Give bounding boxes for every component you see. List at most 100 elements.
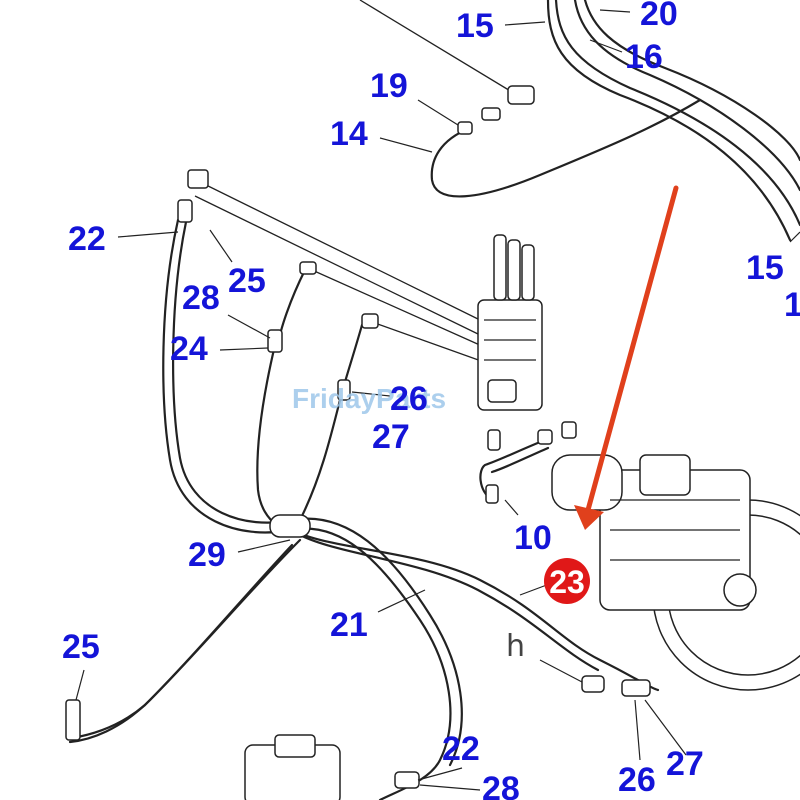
- valve-port-3: [521, 244, 535, 301]
- label-22-bottom[interactable]: 22: [442, 730, 480, 768]
- fitting-28-lower: [394, 771, 420, 789]
- elbow-fitting-top: [507, 85, 535, 105]
- label-21[interactable]: 21: [330, 606, 368, 644]
- fitting-25-lower: [65, 699, 81, 741]
- line-valve-3: [311, 269, 483, 347]
- label-16[interactable]: 16: [625, 38, 663, 76]
- line-valve-4: [371, 321, 485, 363]
- hose-21: [290, 528, 660, 692]
- valve-port-1: [493, 234, 507, 301]
- lower-block-cap: [274, 734, 316, 758]
- hose-14: [430, 98, 702, 198]
- label-25-bottom[interactable]: 25: [62, 628, 100, 666]
- label-15-right[interactable]: 15: [746, 249, 784, 287]
- pump-shaft: [723, 573, 757, 607]
- valve-port-2: [507, 239, 521, 301]
- label-27-mid[interactable]: 27: [372, 418, 410, 456]
- label-29[interactable]: 29: [188, 536, 226, 574]
- valve-base: [487, 379, 517, 403]
- label-19[interactable]: 19: [370, 67, 408, 105]
- label-26-mid[interactable]: 26: [390, 380, 428, 418]
- label-27-bottom[interactable]: 27: [666, 745, 704, 783]
- label-14[interactable]: 14: [330, 115, 368, 153]
- hose-25-lower-inner: [70, 543, 294, 740]
- valve-detail: [484, 319, 536, 361]
- label-10[interactable]: 10: [514, 519, 552, 557]
- hose-24: [256, 343, 302, 533]
- hose-25-lower: [68, 538, 302, 744]
- leader-29: [237, 539, 291, 553]
- hose-bundle-a: [546, 0, 792, 242]
- fitting-26-27-lower: [621, 679, 651, 697]
- fitting-10-d: [561, 421, 577, 439]
- label-24[interactable]: 24: [170, 330, 208, 368]
- leader-25b: [75, 669, 85, 701]
- hose-22-loop: [162, 218, 452, 800]
- leader-24: [219, 347, 269, 351]
- leader-14: [379, 137, 433, 153]
- leader-26a: [351, 391, 391, 397]
- label-26-bottom[interactable]: 26: [618, 761, 656, 799]
- leader-28b: [419, 784, 481, 791]
- leader-19: [417, 99, 459, 126]
- leader-25a: [209, 229, 233, 263]
- leader-10: [504, 499, 519, 516]
- leader-22a: [117, 231, 179, 238]
- pump-head: [639, 454, 691, 496]
- fitting-26-top: [361, 313, 379, 329]
- hose-bundle-b: [554, 0, 800, 227]
- line-valve-1: [199, 181, 481, 321]
- line-valve-2: [194, 195, 479, 335]
- tee-fitting-top-left: [187, 169, 209, 189]
- label-25-top[interactable]: 25: [228, 262, 266, 300]
- control-valve: [477, 234, 543, 411]
- hose-bundle-c: [573, 0, 800, 192]
- fitting-22-top: [177, 199, 193, 223]
- pump-detail: [610, 499, 740, 561]
- highlight-badge[interactable]: 23: [544, 558, 590, 604]
- fitting-24-top: [299, 261, 317, 275]
- lower-component: [244, 734, 341, 800]
- label-28-bottom[interactable]: 28: [482, 770, 520, 800]
- leader-27b: [644, 699, 687, 756]
- hose-10: [479, 438, 547, 502]
- main-pump: [551, 454, 800, 691]
- pump-regulator: [551, 454, 623, 511]
- hose-26-27: [298, 323, 364, 522]
- leader-16: [589, 39, 623, 53]
- leader-28a: [227, 314, 271, 339]
- hose-top-diagonal: [359, 0, 513, 93]
- highlight-badge-circle[interactable]: [544, 558, 590, 604]
- highlight-badge-label[interactable]: 23: [549, 564, 585, 600]
- nut-19: [457, 121, 473, 135]
- pointer-arrow: [574, 185, 679, 530]
- leader-20: [599, 9, 631, 13]
- hose-10-inner: [490, 446, 550, 474]
- label-15-top[interactable]: 15: [456, 7, 494, 45]
- leader-15b: [789, 231, 800, 243]
- fittings: [65, 85, 651, 789]
- arrow-head: [574, 505, 604, 530]
- leader-22b: [417, 767, 463, 781]
- leader-21: [377, 589, 426, 613]
- fitting-26: [337, 379, 351, 401]
- marker-h: h: [506, 629, 525, 664]
- hose-21-inner: [298, 533, 600, 672]
- fitting-h-a: [581, 675, 605, 693]
- arrow-shaft: [585, 185, 679, 513]
- fitting-10-c: [537, 429, 553, 445]
- label-22-top[interactable]: 22: [68, 220, 106, 258]
- fitting-10-b: [485, 484, 499, 504]
- watermark: FridayParts: [292, 383, 446, 414]
- fitting-24: [267, 329, 283, 353]
- leader-15a: [504, 21, 546, 26]
- fitting-10-a: [487, 429, 501, 451]
- label-1-right[interactable]: 1: [784, 286, 800, 324]
- label-28-top[interactable]: 28: [182, 279, 220, 317]
- clamp-29: [269, 514, 311, 538]
- hose-bundle-d: [583, 0, 800, 162]
- adapter-19: [481, 107, 501, 121]
- label-20[interactable]: 20: [640, 0, 678, 33]
